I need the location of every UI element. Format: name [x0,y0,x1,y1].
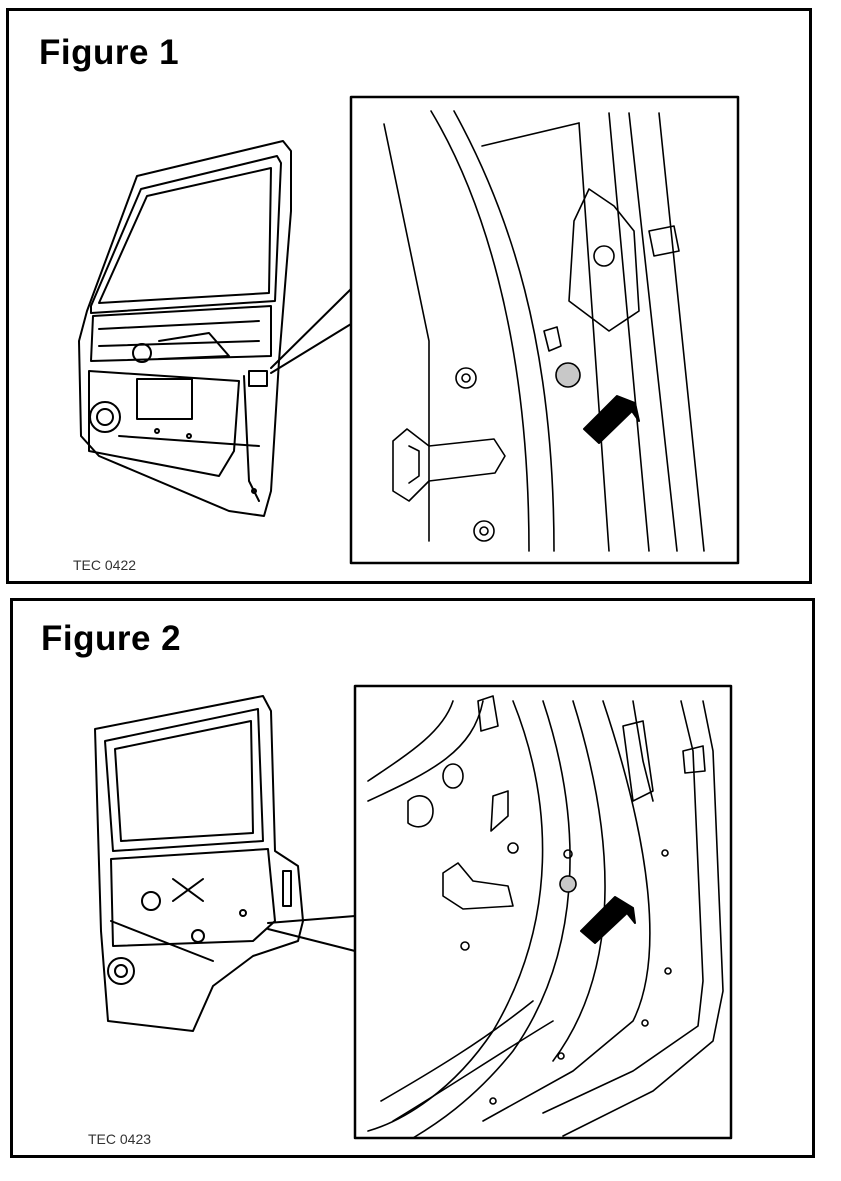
rear-door-outline-icon [94,695,304,1032]
callout-line-bottom [270,323,352,374]
drain-plug-marker-icon [559,875,577,893]
figure-1-illustration [78,95,740,565]
pointer-arrow-icon [583,395,640,444]
detail-inset-linework [367,695,724,1139]
drain-plug-marker-icon [555,362,581,388]
callout-line-top [270,288,352,369]
detail-inset-linework [383,110,705,552]
figure-2-reference-code: TEC 0423 [88,1131,152,1147]
figure-1-reference-code: TEC 0422 [73,557,137,573]
detail-inset-frame [349,95,740,565]
front-door-outline-icon [78,140,292,517]
callout-line-bottom [267,928,356,952]
pointer-arrow-icon [580,896,636,944]
detail-inset-frame [353,684,733,1140]
figure-1-title: Figure 1 [39,33,180,72]
figure-1-panel: Figure 1 [6,8,812,584]
callout-line-top [267,915,356,924]
figure-2-panel: Figure 2 [10,598,815,1158]
figure-2-illustration [94,684,733,1140]
figure-2-title: Figure 2 [41,619,182,658]
